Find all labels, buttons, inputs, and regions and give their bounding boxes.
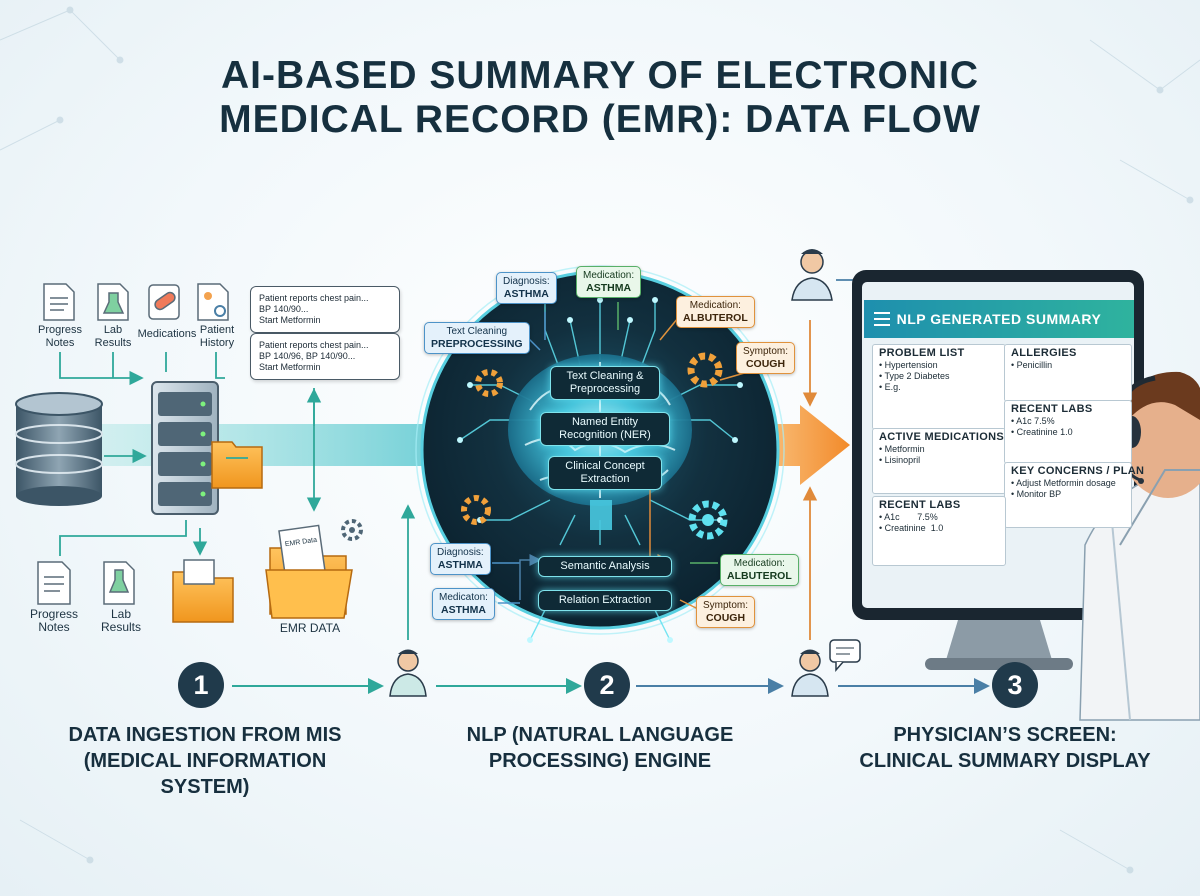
doc-label-lab-results: Lab Results (94, 324, 132, 349)
summary-header: NLP GENERATED SUMMARY (896, 311, 1102, 327)
person-top (791, 249, 833, 301)
clinical-note-top: Patient reports chest pain... BP 140/90.… (250, 286, 400, 333)
ingestion-connectors (59, 352, 322, 556)
note-line: Patient reports chest pain... (259, 340, 369, 350)
person-step2 (791, 639, 861, 697)
process-text-cleaning: Text Cleaning & Preprocessing (550, 366, 660, 400)
network-decoration (0, 6, 1200, 874)
note-line: Patient reports chest pain... (259, 293, 369, 303)
doc-label-progress-notes: Progress Notes (37, 324, 83, 349)
step-3-caption: PHYSICIAN’S SCREEN:CLINICAL SUMMARY DISP… (859, 724, 1151, 772)
entity-tag-medication: Medication:ASTHMA (576, 266, 642, 298)
process-ner: Named Entity Recognition (NER) (540, 412, 670, 446)
circuit-nodes (457, 297, 743, 643)
doc-label-patient-history: Patient History (199, 324, 235, 349)
clinical-note-bottom: Patient reports chest pain... BP 140/96,… (250, 333, 400, 380)
entity-tag-medication-lower: Medication:ALBUTEROL (720, 554, 799, 586)
entity-tag-medication-albuterol: Medication:ALBUTEROL (676, 296, 755, 328)
doc-label-progress-notes-bottom: Progress Notes (29, 607, 79, 634)
tag-connectors (492, 302, 749, 611)
entity-tag-symptom: Symptom:COUGH (736, 342, 796, 374)
step-number-2: 2 (584, 662, 630, 708)
summary-recent-labs-left: RECENT LABS • A1c 7.5% • Creatinine 1.0 (872, 496, 1006, 566)
page-title-line-1: AI-BASED SUMMARY OF ELECTRONIC (220, 54, 979, 97)
person-icons (389, 249, 861, 697)
note-line: Start Metformin (259, 362, 321, 372)
entity-tag-symptom-lower: Symptom:COUGH (696, 596, 756, 628)
step-number-3: 3 (992, 662, 1038, 708)
doc-label-lab-results-bottom: Lab Results (100, 607, 141, 634)
summary-allergies: ALLERGIES • Penicillin (1004, 344, 1132, 402)
gear-icons (461, 352, 728, 540)
bottom-document-icons (37, 559, 234, 623)
database-icon (15, 392, 103, 506)
process-relation-extraction: Relation Extraction (538, 590, 672, 611)
summary-key-concerns: KEY CONCERNS / PLAN • Adjust Metformin d… (1004, 462, 1144, 528)
emr-data-label: EMR DATA (279, 621, 341, 635)
server-rack-icon (151, 381, 263, 515)
top-document-icons (43, 283, 229, 321)
data-beam-left (20, 406, 520, 484)
process-semantic-analysis: Semantic Analysis (538, 556, 672, 577)
step-number-1: 1 (178, 662, 224, 708)
entity-tag-diagnosis: Diagnosis:ASTHMA (496, 272, 557, 304)
entity-tag-medication-asthma-lower: Medicaton:ASTHMA (432, 588, 495, 620)
person-step1 (389, 649, 427, 697)
summary-recent-labs-right: RECENT LABS • A1c 7.5% • Creatinine 1.0 (1004, 400, 1132, 464)
emr-folder-icon (265, 519, 363, 619)
note-line: BP 140/96, BP 140/90... (259, 351, 356, 361)
note-line: Start Metformin (259, 315, 321, 325)
summary-active-medications: ACTIVE MEDICATIONS • Metformin • Lisinop… (872, 428, 1006, 494)
page-title-line-2: MEDICAL RECORD (EMR): DATA FLOW (219, 98, 981, 141)
doc-label-medications: Medications (137, 328, 197, 340)
process-concept-extraction: Clinical Concept Extraction (548, 456, 662, 490)
entity-tag-diagnosis-lower: Diagnosis:ASTHMA (430, 543, 491, 575)
summary-problem-list: PROBLEM LIST • Hypertension • Type 2 Dia… (872, 344, 1006, 430)
step-1-caption: DATA INGESTION FROM MIS(MEDICAL INFORMAT… (68, 724, 342, 798)
note-line: BP 140/90... (259, 304, 309, 314)
physician-figure (1079, 371, 1200, 721)
